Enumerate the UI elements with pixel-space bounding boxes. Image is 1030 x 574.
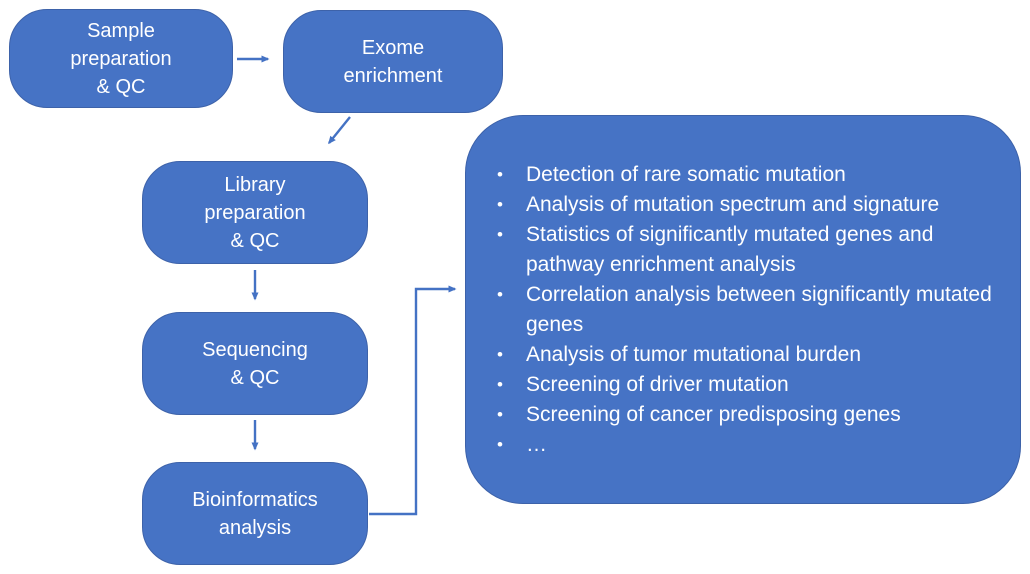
node-sample-preparation-label: Sample preparation & QC bbox=[70, 19, 172, 98]
node-bioinformatics-analysis: Bioinformatics analysis bbox=[142, 462, 368, 565]
bullet-dot-icon: • bbox=[497, 405, 503, 424]
bullet-text: Analysis of tumor mutational burden bbox=[526, 343, 862, 366]
node-exome-enrichment-label: Exome enrichment bbox=[343, 36, 443, 87]
bullet-dot-icon: • bbox=[497, 225, 503, 244]
bullet-dot-icon: • bbox=[497, 165, 503, 184]
node-library-preparation: Library preparation & QC bbox=[142, 161, 368, 264]
arrow-bioinformatics-to-analysis-panel bbox=[369, 285, 457, 516]
node-sequencing: Sequencing & QC bbox=[142, 312, 368, 415]
bullet-text: Analysis of mutation spectrum and signat… bbox=[526, 193, 940, 216]
node-sample-preparation: Sample preparation & QC bbox=[9, 9, 233, 108]
bullet-dot-icon: • bbox=[497, 285, 503, 304]
bullet-dot-icon: • bbox=[497, 375, 503, 394]
bullet-text: Detection of rare somatic mutation bbox=[526, 163, 846, 186]
node-sequencing-label: Sequencing & QC bbox=[202, 338, 308, 389]
bullet-item: • … bbox=[466, 430, 996, 460]
bullet-dot-icon: • bbox=[497, 435, 503, 454]
bullet-text: … bbox=[526, 433, 547, 456]
bullet-item: • Correlation analysis between significa… bbox=[466, 280, 996, 340]
node-bioinformatics-analysis-label: Bioinformatics analysis bbox=[192, 488, 318, 539]
bullet-item: • Analysis of mutation spectrum and sign… bbox=[466, 190, 996, 220]
bullet-text: Statistics of significantly mutated gene… bbox=[526, 223, 934, 276]
bullet-text: Correlation analysis between significant… bbox=[526, 283, 992, 336]
bullet-item: • Detection of rare somatic mutation bbox=[466, 160, 996, 190]
analysis-bullet-list: • Detection of rare somatic mutation • A… bbox=[466, 160, 996, 460]
bullet-item: • Screening of cancer predisposing genes bbox=[466, 400, 996, 430]
bullet-text: Screening of cancer predisposing genes bbox=[526, 403, 901, 426]
node-library-preparation-label: Library preparation & QC bbox=[204, 173, 306, 252]
bullet-dot-icon: • bbox=[497, 345, 503, 364]
bullet-item: • Analysis of tumor mutational burden bbox=[466, 340, 996, 370]
bullet-text: Screening of driver mutation bbox=[526, 373, 789, 396]
bullet-dot-icon: • bbox=[497, 195, 503, 214]
bullet-item: • Screening of driver mutation bbox=[466, 370, 996, 400]
analysis-panel: • Detection of rare somatic mutation • A… bbox=[465, 115, 1021, 504]
node-exome-enrichment: Exome enrichment bbox=[283, 10, 503, 113]
bullet-item: • Statistics of significantly mutated ge… bbox=[466, 220, 996, 280]
arrow-exome-to-library bbox=[328, 116, 351, 145]
